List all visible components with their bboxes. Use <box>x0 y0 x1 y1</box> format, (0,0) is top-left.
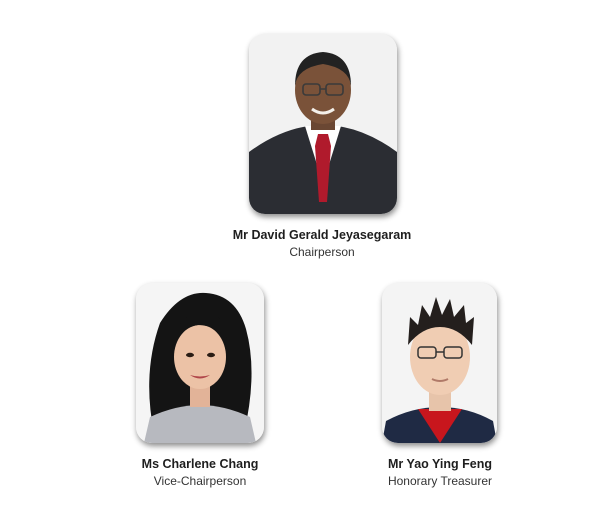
member-name: Mr Yao Ying Feng <box>388 457 492 471</box>
member-name: Mr David Gerald Jeyasegaram <box>232 228 412 242</box>
honorary-treasurer-photo <box>382 283 497 443</box>
member-role: Honorary Treasurer <box>387 474 493 488</box>
member-role: Chairperson <box>289 245 355 259</box>
portrait-man-glasses-red-shirt-icon <box>382 283 497 443</box>
member-role: Vice-Chairperson <box>153 474 247 488</box>
vice-chairperson-photo <box>136 283 264 443</box>
portrait-man-suit-red-tie-icon <box>249 34 397 214</box>
chairperson-photo <box>249 34 397 214</box>
member-name: Ms Charlene Chang <box>141 457 259 471</box>
portrait-woman-dark-hair-icon <box>136 283 264 443</box>
